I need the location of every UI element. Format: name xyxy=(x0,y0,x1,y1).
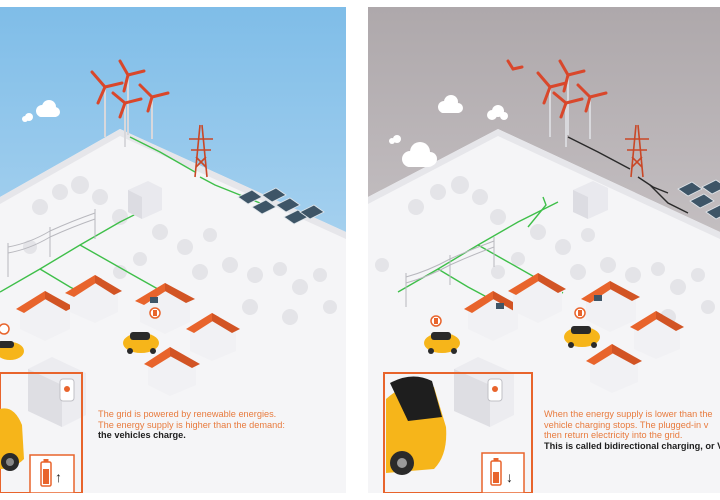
house-icon xyxy=(186,313,240,361)
caption-line: vehicle charging stops. The plugged-in v xyxy=(544,419,709,430)
cloud-icon xyxy=(22,113,33,122)
solar-panel-icon xyxy=(677,179,720,220)
charging-pin-icon xyxy=(574,307,586,319)
cloud-icon xyxy=(487,105,508,120)
charging-pin-icon xyxy=(430,315,442,327)
battery-charging-icon xyxy=(29,454,75,493)
grid-powered-panel: ↑ The grid is powered by renewable energ… xyxy=(0,7,346,493)
black-power-line xyxy=(567,136,689,214)
turbine-blades xyxy=(90,59,170,119)
charging-pin-icon xyxy=(0,323,10,335)
house-icon xyxy=(586,344,642,393)
bidirectional-panel: ↓ When the energy supply is lower than t… xyxy=(368,7,720,493)
house-icon xyxy=(144,347,200,396)
caption: The grid is powered by renewable energie… xyxy=(98,409,285,441)
green-power-line xyxy=(0,136,261,304)
grid-powered-illustration: ↑ xyxy=(0,7,346,493)
electric-car-icon xyxy=(424,332,460,354)
house-icon xyxy=(135,283,195,334)
house-icon xyxy=(16,291,74,341)
cloud-icon xyxy=(402,142,437,167)
substation-icon xyxy=(573,181,608,219)
house-icon xyxy=(630,311,684,359)
solar-panel-icon xyxy=(237,187,325,225)
house-icon xyxy=(508,273,566,323)
caption-line: The energy supply is higher than the dem… xyxy=(98,419,285,430)
electric-car-icon xyxy=(123,332,159,354)
electric-car-icon xyxy=(564,326,600,348)
power-pylon-icon xyxy=(189,124,213,178)
wind-turbine-icon xyxy=(104,75,153,147)
caption-line: When the energy supply is lower than the xyxy=(544,409,713,419)
cloud-icon xyxy=(36,100,60,117)
car-inset-frame xyxy=(383,372,533,493)
caption-emphasis: the vehicles charge. xyxy=(98,430,186,440)
cloud-icon xyxy=(389,135,401,144)
battery-arrow: ↓ xyxy=(506,469,513,485)
battery-arrow: ↑ xyxy=(55,469,62,485)
electric-car-icon xyxy=(0,341,24,360)
house-icon xyxy=(65,275,122,323)
caption-line: The grid is powered by renewable energie… xyxy=(98,409,277,419)
car-inset-frame xyxy=(0,372,83,493)
charging-station-icon xyxy=(454,357,514,427)
utility-poles xyxy=(7,209,96,277)
turbine-blades xyxy=(506,59,608,119)
bidirectional-illustration: ↓ xyxy=(368,7,720,493)
battery-discharging-icon xyxy=(481,452,525,493)
caption-emphasis: This is called bidirectional charging, o… xyxy=(544,440,720,451)
caption: When the energy supply is lower than the… xyxy=(544,409,720,451)
utility-poles xyxy=(405,237,495,307)
substation-icon xyxy=(128,181,162,219)
car-closeup-icon xyxy=(0,408,24,471)
power-pylon-icon xyxy=(625,124,649,178)
car-closeup-icon xyxy=(386,376,447,475)
wind-turbine-icon xyxy=(549,75,591,147)
cloud-icon xyxy=(438,95,463,113)
charging-station-icon xyxy=(28,357,86,427)
house-icon xyxy=(581,281,640,332)
charging-pin-icon xyxy=(149,307,161,319)
caption-line: then return electricity into the grid. xyxy=(544,430,683,440)
